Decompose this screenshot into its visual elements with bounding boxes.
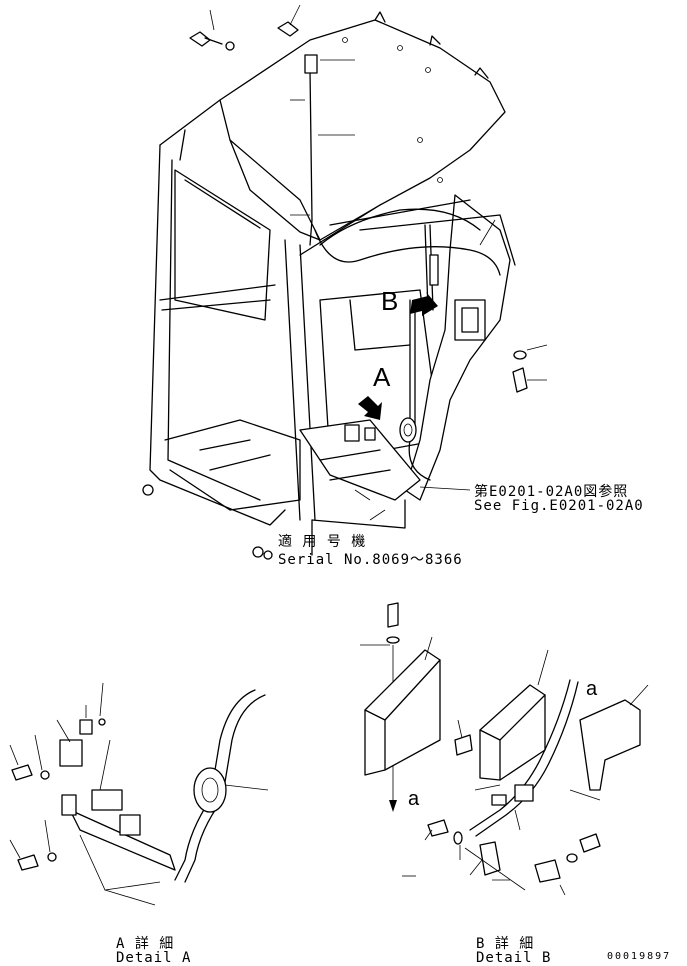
detail-b-title-en: Detail B <box>476 950 552 966</box>
drawing-id: 00019897 <box>607 951 672 962</box>
cab-assembly <box>142 4 548 560</box>
view-b-callout: B <box>381 286 399 316</box>
detail-b-title-jp: B 詳 細 <box>476 936 535 952</box>
arrow-a-label-left: a <box>408 788 420 810</box>
view-a-callout: A <box>373 362 391 392</box>
detail-a-title-en: Detail A <box>116 950 192 966</box>
reference-note-jp: 第E0201-02A0図参照 <box>474 484 629 500</box>
bolt-icon <box>189 31 223 47</box>
detail-a-drawing <box>9 682 269 906</box>
detail-b-drawing <box>360 602 649 896</box>
reference-note-en: See Fig.E0201-02A0 <box>474 498 644 514</box>
detail-a-title-jp: A 詳 細 <box>116 936 175 952</box>
serial-label-jp: 適 用 号 機 <box>278 534 367 550</box>
serial-number-range: Serial No.8069～8366 <box>278 552 463 568</box>
bolt-icon <box>277 21 299 37</box>
arrow-a-label-right: a <box>586 678 598 700</box>
